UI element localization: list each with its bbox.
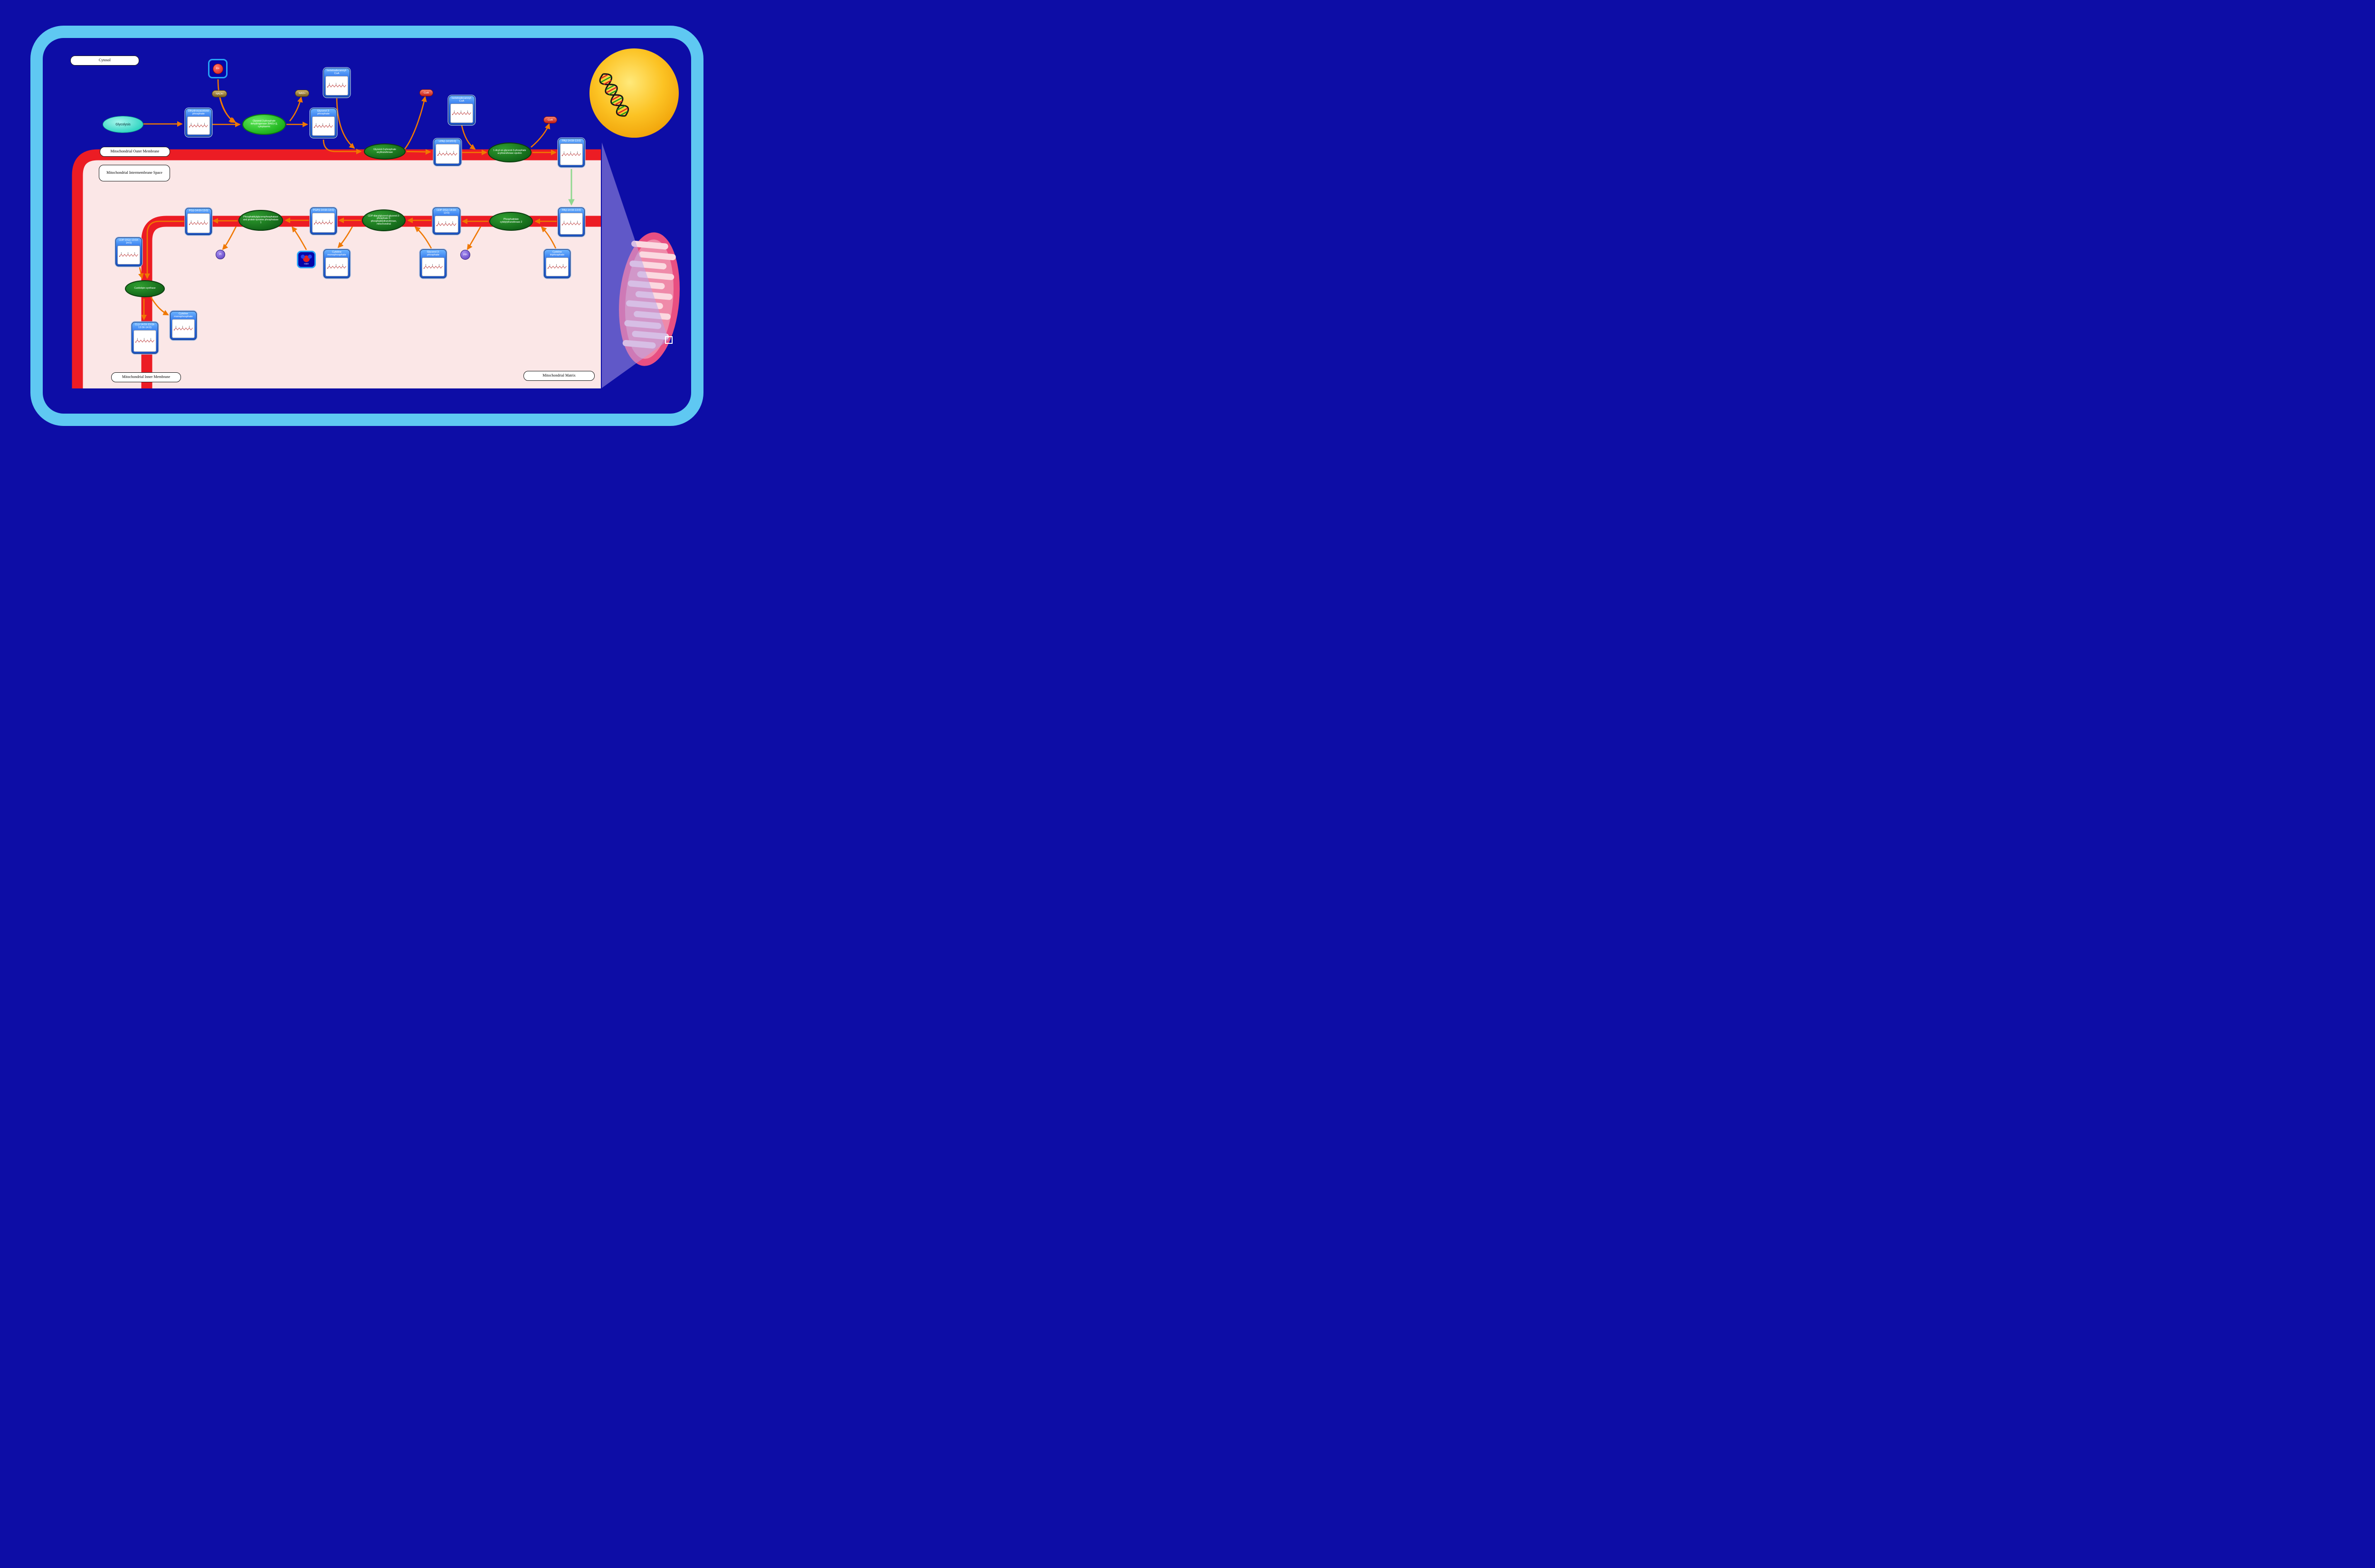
cell-membrane-border: [30, 26, 703, 426]
arrow: [150, 297, 169, 316]
metabolite-pa-matrix[interactable]: PA(i-14:0/i-13:0): [558, 208, 585, 236]
enzyme-agpat-epsilon[interactable]: 1-Acyl-sn-glycerol-3-phosphate acyltrans…: [488, 142, 532, 162]
structure-drawing: [187, 213, 210, 233]
enzyme-pgs1[interactable]: CDP-diacylglycerol-glycerol-3-phosphate …: [362, 209, 406, 231]
enzyme-cds2[interactable]: Phosphatidate cytidylyltransferase 2: [489, 212, 533, 231]
intermembrane-space-label: Mitochondrial Intermembrane Space: [99, 165, 170, 181]
structure-drawing: [172, 319, 195, 338]
arrow: [531, 123, 551, 148]
enzyme-gpat[interactable]: Glycerol-3-phosphate acyltransferase: [364, 143, 406, 160]
arrow: [289, 96, 303, 122]
arrow: [406, 149, 431, 155]
metabolite-isotetradecanoyl-coa-2[interactable]: Isotetradecanoyl-CoA: [448, 95, 475, 125]
dna-icon: [599, 73, 629, 117]
enzyme-gpd1[interactable]: Glycerol-3-phosphate dehydrogenase [NAD(…: [242, 114, 286, 135]
arrow: [336, 98, 355, 149]
inner-membrane-label: Mitochondrial Inner Membrane: [111, 372, 181, 382]
arrow: [144, 220, 184, 279]
metabolite-cdp-dg-2[interactable]: CDP-DG(i-13:0/i-14:0): [115, 237, 142, 266]
cofactor-nad[interactable]: NAD+: [295, 90, 309, 97]
metabolite-cardiolipin[interactable]: CL(i-14:0/i-13:0/i-13:0/i-14:0): [132, 322, 158, 354]
structure-drawing: [436, 143, 459, 164]
structure-drawing: [560, 143, 583, 165]
reaction-arrows: [138, 79, 575, 321]
arrow: [461, 125, 476, 150]
arrow: [323, 139, 362, 154]
metabolite-pgp[interactable]: PGP(i-14:0/i-13:0): [310, 208, 337, 235]
structure-drawing: [435, 215, 458, 233]
outer-membrane-band: [72, 149, 601, 388]
structure-drawing: [187, 116, 210, 135]
arrow: [466, 226, 482, 250]
zoom-triangle: [602, 142, 669, 388]
metabolite-cdp-dg-1[interactable]: CDP-DG(i-14:0/i-13:0): [433, 208, 460, 235]
metabolite-pa-intermembrane[interactable]: PA(i-14:0/i-13:0): [558, 138, 585, 167]
metabolite-pg[interactable]: PG(i-14:0/i-13:0): [185, 208, 212, 235]
arrow: [138, 267, 144, 279]
process-glycolysis[interactable]: Glycolysis: [103, 116, 143, 133]
pathway-canvas: Cytosol Mitochondrial Outer Membrane Mit…: [0, 0, 734, 449]
nucleus-illustration: [589, 48, 679, 138]
structure-drawing: [133, 330, 156, 352]
cytosol-label: Cytosol: [70, 56, 139, 66]
structure-drawing: [117, 245, 140, 264]
zoom-target-square: [665, 336, 673, 344]
structure-drawing: [546, 257, 569, 276]
arrow: [291, 226, 307, 250]
matrix-label: Mitochondrial Matrix: [523, 371, 595, 381]
water-molecule-icon: [301, 255, 312, 262]
metabolite-cytidine-monophosphate-2[interactable]: Cytidine monophosphate: [170, 311, 197, 340]
metabolite-glycerol-3-phosphate-cytosol[interactable]: Glycerol 3-phosphate: [310, 108, 337, 138]
structure-drawing: [312, 212, 335, 233]
cofactor-coa-1[interactable]: CoA: [419, 89, 433, 96]
cofactor-nadh[interactable]: NADH: [212, 90, 227, 97]
metabolite-cytidine-triphosphate[interactable]: Cytidine triphosphate: [544, 249, 570, 278]
outer-membrane-label: Mitochondrial Outer Membrane: [100, 147, 170, 157]
metabolite-isotetradecanoyl-coa-1[interactable]: Isotetradecanoyl-CoA: [323, 68, 350, 97]
enzyme-cardiolipin-synthase[interactable]: Cardiolipin synthase: [125, 280, 165, 297]
cofactor-pi[interactable]: Pi: [216, 250, 225, 259]
structure-drawing: [325, 76, 348, 95]
arrow: [222, 226, 237, 250]
proton-icon: H+: [212, 63, 223, 74]
metabolite-lpa[interactable]: LPA(i-14:0/0:0): [434, 139, 461, 166]
cofactor-ppi[interactable]: PPi: [460, 250, 470, 260]
structure-drawing: [422, 257, 445, 276]
structure-drawing: [560, 212, 583, 235]
arrow: [541, 226, 557, 249]
arrow: [337, 226, 353, 248]
metabolite-cytidine-monophosphate-1[interactable]: Cytidine monophosphate: [323, 249, 350, 278]
arrow: [414, 226, 432, 249]
metabolite-dihydroxyacetone-phosphate[interactable]: Dihydroxyacetone phosphate: [185, 108, 212, 137]
arrow: [219, 97, 235, 123]
structure-drawing: [450, 103, 473, 123]
cofactor-h-plus[interactable]: H+: [208, 59, 228, 78]
arrow: [404, 96, 427, 150]
structure-drawing: [312, 116, 335, 136]
cofactor-coa-2[interactable]: CoA: [543, 116, 557, 123]
enzyme-ptpmt1[interactable]: Phosphatidylglycerophosphatase and prote…: [238, 210, 283, 231]
cofactor-h2o[interactable]: H2O: [297, 251, 316, 268]
structure-drawing: [325, 257, 348, 276]
metabolite-glycerol-3-phosphate-matrix[interactable]: Glycerol 3-phosphate: [420, 249, 446, 278]
